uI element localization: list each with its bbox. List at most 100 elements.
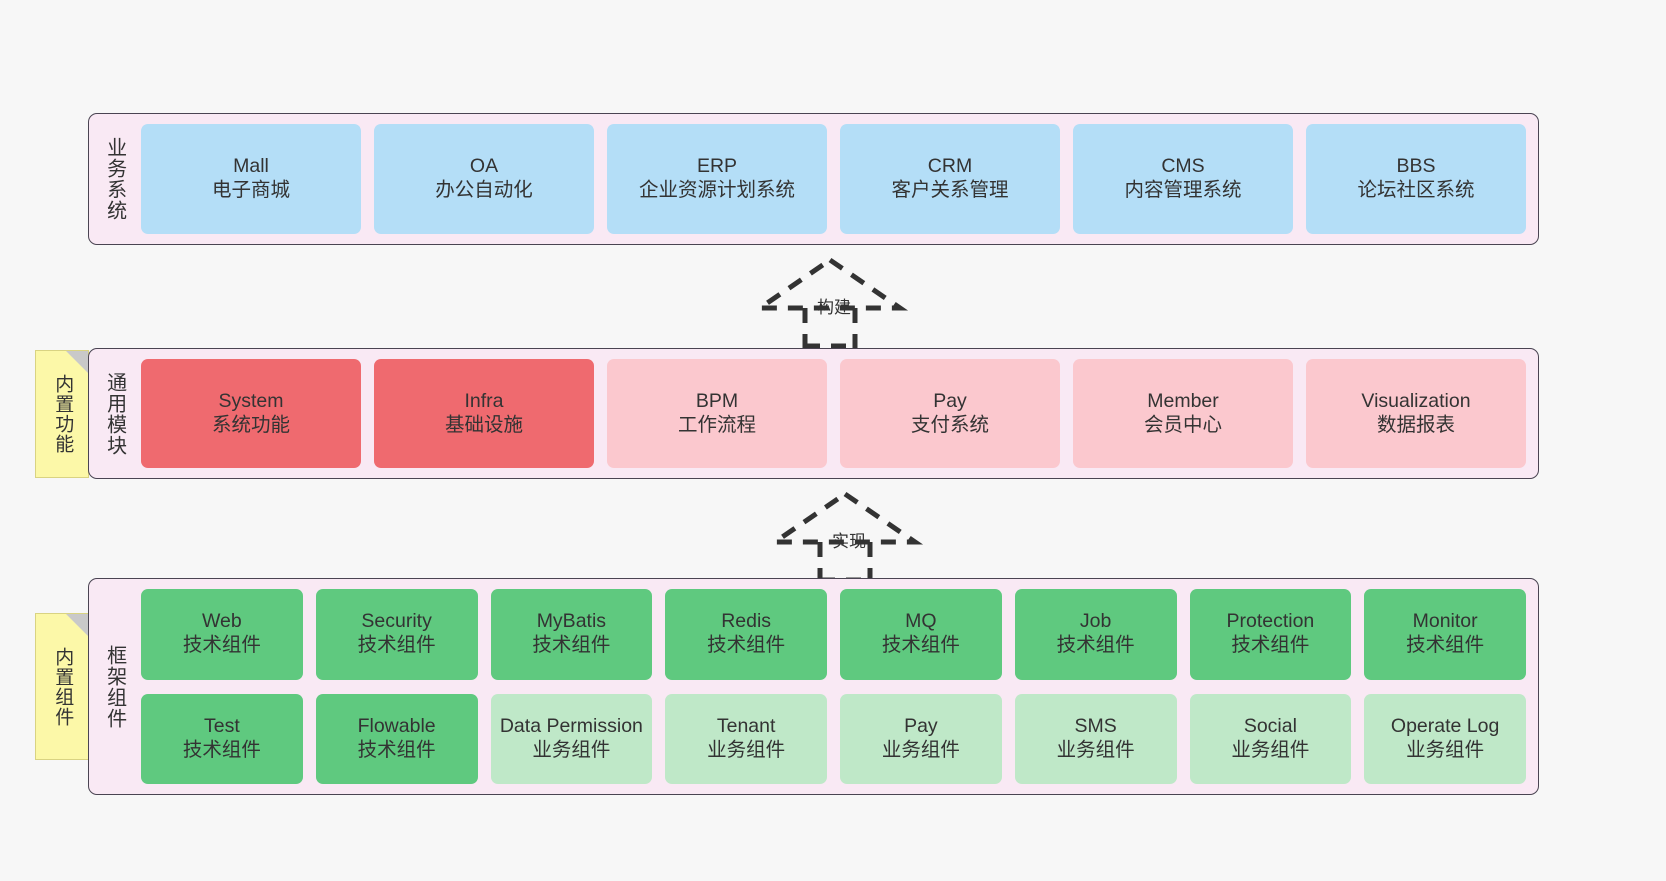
card-security-cn: 技术组件 — [357, 634, 436, 657]
card-bbs-cn: 论坛社区系统 — [1357, 179, 1475, 201]
card-mall-en: Mall — [233, 155, 269, 178]
card-infra-cn: 基础设施 — [444, 413, 523, 436]
card-operate-log-cn: 业务组件 — [1406, 738, 1485, 761]
card-pay-common-en: Pay — [933, 389, 967, 412]
arrow-implement-label: 实现 — [832, 532, 866, 551]
card-mq-en: MQ — [905, 610, 937, 633]
card-oa-en: OA — [469, 155, 499, 178]
card-oa-cn: 办公自动化 — [435, 179, 533, 201]
card-bpm-en: BPM — [695, 389, 739, 412]
arrow-implement-head — [766, 490, 924, 545]
card-bbs[interactable]: BBS 论坛社区系统 — [1306, 124, 1526, 234]
framework-component-row-tech: Web 技术组件 Security 技术组件 MyBatis 技术组件 Redi… — [141, 589, 1526, 680]
card-mall[interactable]: Mall 电子商城 — [141, 124, 361, 234]
arrow-build-shaft — [802, 308, 858, 349]
card-mq[interactable]: MQ 技术组件 — [840, 589, 1002, 680]
card-flowable[interactable]: Flowable 技术组件 — [315, 693, 478, 784]
card-web[interactable]: Web 技术组件 — [141, 589, 303, 680]
card-tenant-en: Tenant — [716, 714, 776, 737]
card-monitor[interactable]: Monitor 技术组件 — [1364, 589, 1526, 680]
layer-business-system: 业务系统 Mall 电子商城 OA 办公自动化 ERP 企业资源计划系统 CRM… — [88, 113, 1539, 245]
card-redis[interactable]: Redis 技术组件 — [665, 589, 827, 680]
card-erp[interactable]: ERP 企业资源计划系统 — [607, 124, 827, 234]
card-system[interactable]: System 系统功能 — [141, 359, 361, 468]
card-data-permission[interactable]: Data Permission 业务组件 — [490, 693, 653, 784]
card-redis-cn: 技术组件 — [707, 634, 786, 657]
card-operate-log[interactable]: Operate Log 业务组件 — [1364, 693, 1526, 784]
arrow-build-head — [751, 256, 909, 311]
card-mq-cn: 技术组件 — [881, 634, 960, 657]
card-data-permission-cn: 业务组件 — [532, 738, 611, 761]
card-member-cn: 会员中心 — [1143, 413, 1222, 436]
card-pay-common[interactable]: Pay 支付系统 — [840, 359, 1060, 468]
card-social-cn: 业务组件 — [1231, 738, 1310, 761]
card-bpm-cn: 工作流程 — [677, 413, 756, 436]
card-test-cn: 技术组件 — [182, 738, 261, 761]
layer-framework-component: 框架组件 Web 技术组件 Security 技术组件 MyBatis 技术组件… — [88, 578, 1539, 795]
note-builtin-function-label: 内置功能 — [52, 374, 74, 454]
business-system-row: Mall 电子商城 OA 办公自动化 ERP 企业资源计划系统 CRM 客户关系… — [141, 124, 1526, 234]
framework-component-cards: Web 技术组件 Security 技术组件 MyBatis 技术组件 Redi… — [141, 589, 1526, 784]
card-tenant[interactable]: Tenant 业务组件 — [665, 693, 827, 784]
card-job-en: Job — [1079, 610, 1112, 633]
card-visualization[interactable]: Visualization 数据报表 — [1306, 359, 1526, 468]
card-job[interactable]: Job 技术组件 — [1014, 589, 1177, 680]
card-visualization-en: Visualization — [1361, 389, 1471, 412]
business-system-cards: Mall 电子商城 OA 办公自动化 ERP 企业资源计划系统 CRM 客户关系… — [141, 124, 1526, 234]
card-pay-component[interactable]: Pay 业务组件 — [840, 693, 1002, 784]
card-erp-en: ERP — [696, 155, 738, 178]
card-social[interactable]: Social 业务组件 — [1189, 693, 1352, 784]
card-mall-cn: 电子商城 — [211, 179, 290, 201]
card-test[interactable]: Test 技术组件 — [141, 693, 303, 784]
card-cms-en: CMS — [1161, 155, 1205, 178]
card-bbs-en: BBS — [1396, 155, 1436, 178]
card-erp-cn: 企业资源计划系统 — [638, 179, 795, 201]
note-fold-corner-icon — [66, 351, 88, 373]
layer-common-module: 通用模块 System 系统功能 Infra 基础设施 BPM 工作流程 Pay… — [88, 348, 1539, 479]
card-system-en: System — [218, 389, 284, 412]
card-web-en: Web — [202, 610, 242, 633]
card-tenant-cn: 业务组件 — [707, 738, 786, 761]
card-job-cn: 技术组件 — [1056, 634, 1135, 657]
card-monitor-en: Monitor — [1412, 610, 1478, 633]
card-infra-en: Infra — [464, 389, 504, 412]
layer-common-module-title: 通用模块 — [103, 371, 126, 456]
note-fold-corner-icon — [66, 614, 88, 636]
card-security-en: Security — [361, 610, 432, 633]
card-member[interactable]: Member 会员中心 — [1073, 359, 1293, 468]
card-redis-en: Redis — [721, 610, 772, 633]
card-flowable-cn: 技术组件 — [357, 738, 436, 761]
card-mybatis-cn: 技术组件 — [532, 634, 611, 657]
layer-framework-component-title: 框架组件 — [103, 644, 126, 729]
card-protection[interactable]: Protection 技术组件 — [1189, 589, 1352, 680]
framework-component-row-business: Test 技术组件 Flowable 技术组件 Data Permission … — [141, 693, 1526, 784]
arrow-build-label: 构建 — [817, 298, 851, 317]
card-mybatis[interactable]: MyBatis 技术组件 — [490, 589, 653, 680]
card-mybatis-en: MyBatis — [536, 610, 607, 633]
note-builtin-component-label: 内置组件 — [52, 646, 74, 727]
card-cms-cn: 内容管理系统 — [1124, 179, 1242, 201]
card-bpm[interactable]: BPM 工作流程 — [607, 359, 827, 468]
card-pay-component-en: Pay — [904, 714, 938, 737]
note-builtin-component: 内置组件 — [35, 613, 89, 760]
card-sms[interactable]: SMS 业务组件 — [1014, 693, 1177, 784]
layer-business-system-title: 业务系统 — [103, 137, 126, 221]
card-operate-log-en: Operate Log — [1390, 714, 1500, 737]
note-builtin-function: 内置功能 — [35, 350, 89, 478]
card-sms-en: SMS — [1074, 714, 1117, 737]
card-oa[interactable]: OA 办公自动化 — [374, 124, 594, 234]
card-security[interactable]: Security 技术组件 — [315, 589, 478, 680]
card-cms[interactable]: CMS 内容管理系统 — [1073, 124, 1293, 234]
card-protection-en: Protection — [1226, 610, 1315, 633]
card-infra[interactable]: Infra 基础设施 — [374, 359, 594, 468]
card-sms-cn: 业务组件 — [1056, 738, 1135, 761]
card-crm[interactable]: CRM 客户关系管理 — [840, 124, 1060, 234]
card-crm-cn: 客户关系管理 — [891, 179, 1009, 201]
card-system-cn: 系统功能 — [211, 413, 290, 436]
card-social-en: Social — [1243, 714, 1297, 737]
common-module-row: System 系统功能 Infra 基础设施 BPM 工作流程 Pay 支付系统… — [141, 359, 1526, 468]
card-pay-component-cn: 业务组件 — [881, 738, 960, 761]
card-flowable-en: Flowable — [357, 714, 436, 737]
common-module-cards: System 系统功能 Infra 基础设施 BPM 工作流程 Pay 支付系统… — [141, 359, 1526, 468]
card-web-cn: 技术组件 — [182, 634, 261, 657]
